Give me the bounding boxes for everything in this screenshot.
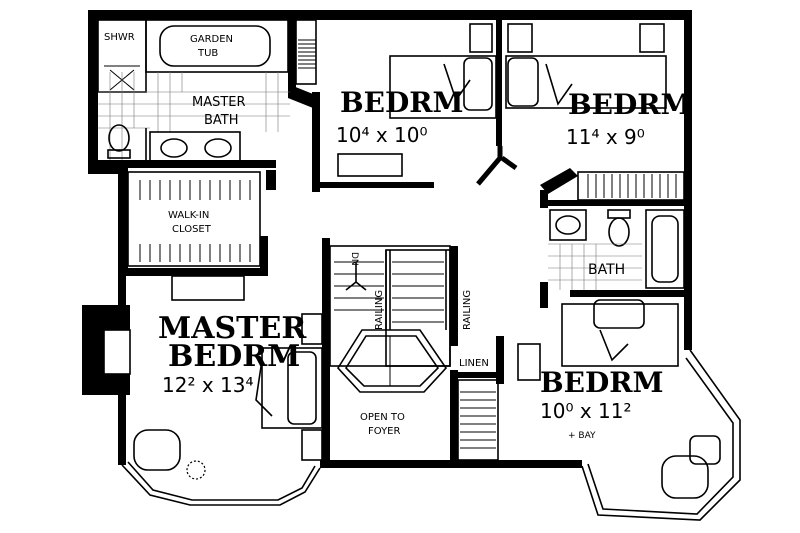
master-bath-label-2: BATH [204,113,239,128]
bedroom-3-dimensions: 10⁰ x 11² [540,399,631,423]
bedroom-3-label: BEDRM [540,366,664,399]
bedroom-3-furniture [517,299,721,499]
open-to-label-1: OPEN TO [360,412,405,423]
master-bedroom-label-1: MASTER [158,311,307,346]
linen-label: LINEN [459,358,489,369]
bedroom-2-furniture [505,23,685,201]
closet-label-1: WALK-IN [168,210,209,221]
bedroom-1-label: BEDRM [340,86,464,119]
staircase [329,245,451,393]
bath-label: BATH [588,262,625,278]
master-bedroom-furniture [133,275,323,480]
railing-right-label: RAILING [462,290,473,330]
interior-walls [96,16,690,468]
garden-tub-label-2: TUB [197,48,218,59]
railing-left-label: RAILING [374,290,385,330]
bedroom-1-furniture [295,19,497,177]
bedroom-2-dimensions: 11⁴ x 9⁰ [566,125,645,149]
bedroom-3-note: + BAY [568,431,596,441]
garden-tub-label-1: GARDEN [190,34,233,45]
bedroom-2-label: BEDRM [568,88,692,121]
master-bath-fixtures [97,19,290,163]
shower-label: SHWR [104,32,135,43]
master-bedroom-label-2: BEDRM [168,339,300,374]
bath-fixtures [548,209,685,290]
bedroom-1-dimensions: 10⁴ x 10⁰ [336,123,427,147]
room-labels: SHWR GARDEN TUB MASTER BATH BEDRM 10⁴ x … [104,32,692,441]
master-bedroom-dimensions: 12² x 13⁴ [162,373,253,397]
open-to-label-2: FOYER [368,426,401,437]
closet-label-2: CLOSET [172,224,212,235]
master-bath-label-1: MASTER [192,95,246,110]
down-label: DN [349,252,359,266]
walk-in-closet [127,171,261,267]
